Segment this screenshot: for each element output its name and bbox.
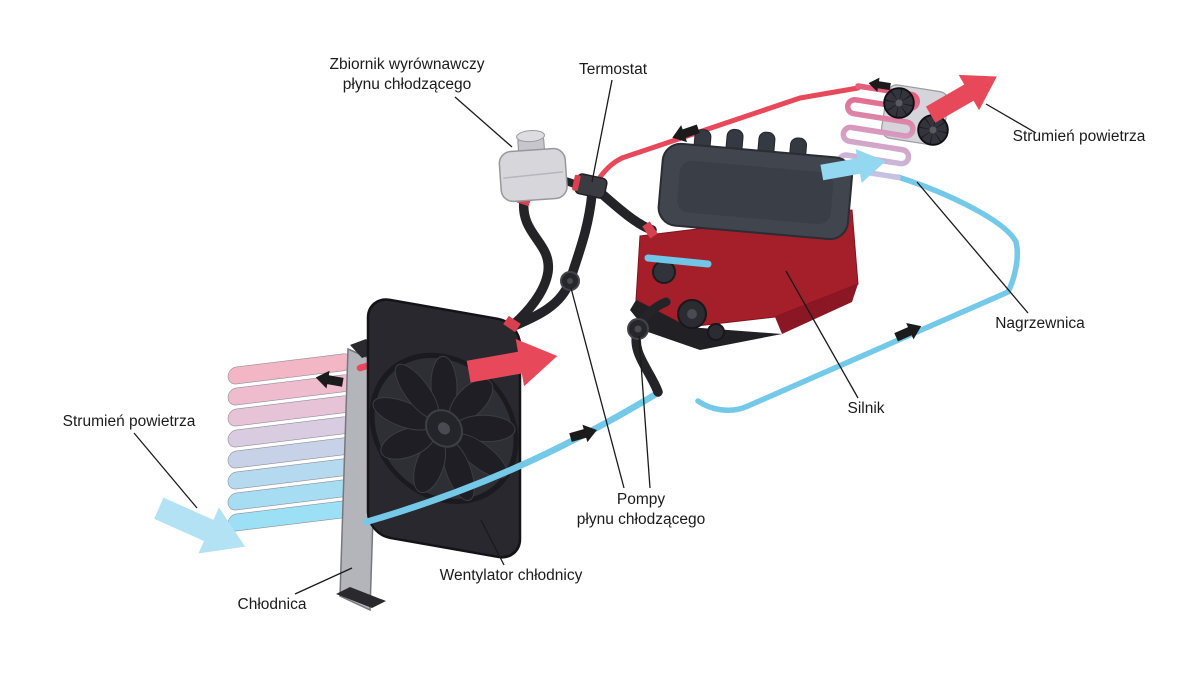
cold-coolant-pipe-radiator-return [362, 390, 660, 526]
label-coolant-pumps: Pompy płynu chłodzącego [576, 491, 706, 529]
cold-coolant-pipe-heater-return [695, 174, 1021, 413]
label-thermostat: Termostat [578, 61, 648, 78]
label-heater-core: Nagrzewnica [995, 315, 1085, 332]
label-radiator-fan: Wentylator chłodnicy [439, 567, 583, 584]
expansion-tank-graphic [498, 130, 568, 203]
label-expansion-tank-line2: płynu chłodzącego [342, 76, 472, 94]
label-engine: Silnik [847, 400, 885, 417]
label-air-stream-right: Strumień powietrza [1012, 128, 1146, 145]
heater-core-graphic [836, 83, 952, 181]
label-expansion-tank: Zbiornik wyrównawczy płynu chłodzącego [329, 55, 484, 95]
label-air-stream-left: Strumień powietrza [62, 413, 196, 430]
coolant-pump-graphic [560, 271, 580, 291]
radiator-fan-graphic [366, 298, 522, 559]
engine-graphic [630, 128, 859, 350]
label-radiator: Chłodnica [237, 596, 307, 613]
coolant-pump-graphic [627, 318, 649, 340]
leader-lines [133, 79, 1037, 595]
thermostat-graphic [572, 173, 608, 199]
label-expansion-tank-line1: Zbiornik wyrównawczy [329, 56, 485, 73]
radiator-graphic [227, 339, 386, 612]
